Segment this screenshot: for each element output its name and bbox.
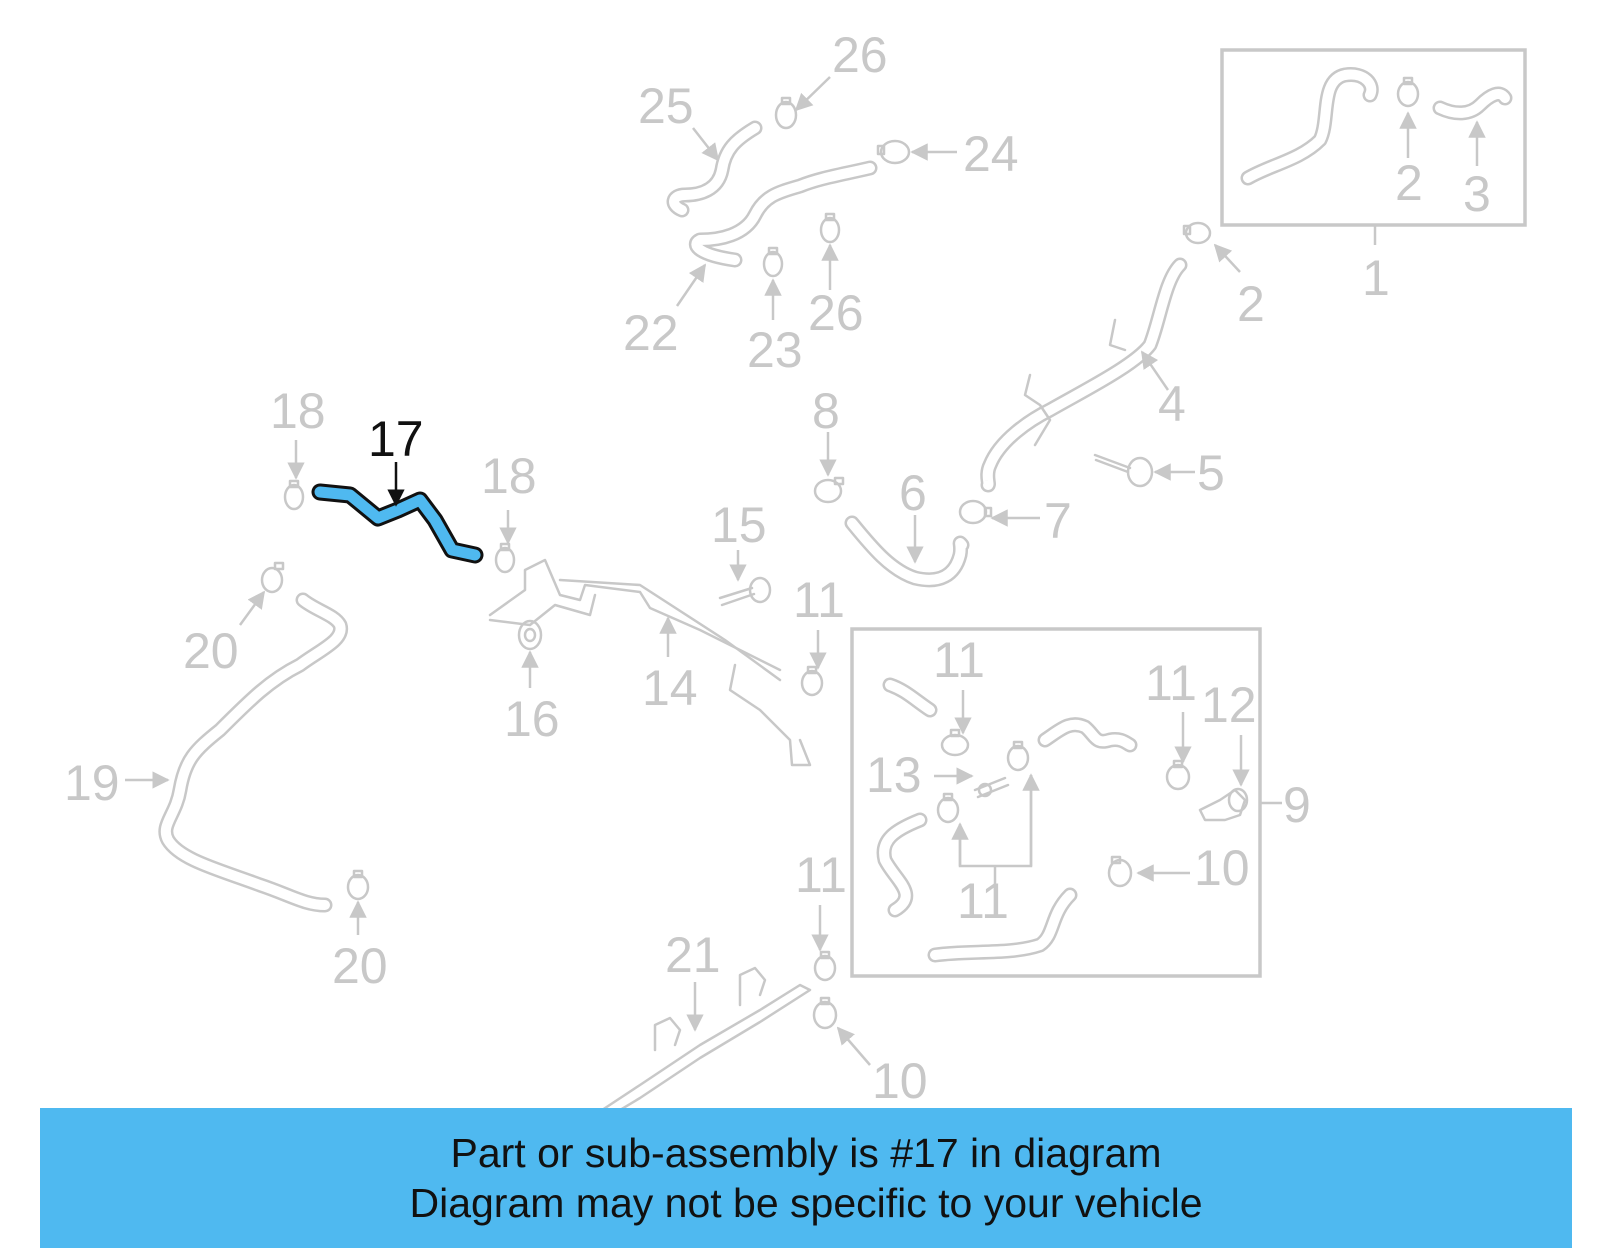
clamp-11-box-b: [1006, 740, 1030, 772]
clamp-26-bottom: [819, 212, 841, 244]
hose-9-d: [927, 887, 1078, 963]
callout-25: 25: [638, 78, 694, 134]
banner-line-part: Part or sub-assembly is #17 in diagram: [450, 1130, 1162, 1176]
callout-1: 1: [1362, 250, 1390, 306]
callout-26-bottom: 26: [808, 285, 864, 341]
callout-13: 13: [866, 747, 922, 803]
callout-9: 9: [1283, 777, 1311, 833]
callout-7: 7: [1044, 493, 1072, 549]
callout-23: 23: [747, 322, 803, 378]
callout-24: 24: [963, 126, 1019, 182]
callout-11-box-right: 11: [1145, 655, 1197, 711]
info-banner: Part or sub-assembly is #17 in diagram D…: [40, 1108, 1572, 1248]
clamp-11-box-a: [940, 728, 970, 757]
callout-11-box-bottom: 11: [957, 873, 1009, 929]
clamp-11-mid: [800, 665, 824, 697]
callout-14: 14: [642, 660, 698, 716]
callout-20-top: 20: [183, 623, 239, 679]
clamp-2-box: [1396, 76, 1420, 108]
bracket-21: [588, 966, 812, 1127]
hose-9-b: [1037, 717, 1138, 753]
clamp-23: [762, 246, 784, 278]
hose-9-a: [882, 677, 938, 718]
clamp-10-bottom: [812, 996, 838, 1030]
callout-2-box: 2: [1395, 155, 1423, 211]
hose-1: [1240, 67, 1379, 186]
callout-11-mid: 11: [793, 572, 845, 628]
hose-3: [1432, 86, 1513, 121]
callout-5: 5: [1197, 445, 1225, 501]
connector-13: [973, 776, 1010, 799]
callout-18-left: 18: [270, 383, 326, 439]
clamp-2-right: [1182, 221, 1212, 245]
callout-16: 16: [504, 691, 560, 747]
callout-11-box-top: 11: [933, 632, 985, 688]
callout-11-bottom: 11: [795, 847, 847, 903]
clamp-18-right: [494, 542, 516, 574]
hose-6: [844, 515, 970, 588]
callout-10-box: 10: [1194, 840, 1250, 896]
clamp-20-bottom: [346, 869, 370, 901]
callout-17-highlighted: 17: [368, 411, 424, 467]
callout-21: 21: [665, 927, 721, 983]
callout-8: 8: [812, 383, 840, 439]
callout-6: 6: [899, 465, 927, 521]
clamp-10-box: [1107, 855, 1133, 888]
hose-22: [688, 160, 878, 268]
banner-line-disclaimer: Diagram may not be specific to your vehi…: [409, 1180, 1203, 1226]
bolt-15: [718, 576, 772, 607]
nut-16: [517, 619, 543, 651]
callout-3: 3: [1463, 166, 1491, 222]
assembly-1-box: [1220, 48, 1527, 227]
fitting-12: [1198, 787, 1249, 822]
clamp-26-top: [774, 96, 798, 130]
clamp-18-left: [283, 479, 305, 511]
bracket-14: [488, 558, 812, 767]
clamp-7: [958, 499, 993, 525]
hose-17-highlighted: [311, 483, 484, 564]
hose-19: [158, 592, 349, 913]
callout-12: 12: [1201, 677, 1257, 733]
callout-10-bottom: 10: [872, 1053, 928, 1109]
callout-20-bottom: 20: [332, 938, 388, 994]
clamp-11-bottom: [813, 950, 837, 982]
callout-2-right: 2: [1237, 276, 1265, 332]
callout-15: 15: [711, 497, 767, 553]
clamp-20-top: [260, 561, 285, 594]
callout-4: 4: [1158, 376, 1186, 432]
callout-19: 19: [64, 755, 120, 811]
callout-26-top: 26: [832, 27, 888, 83]
clamp-24: [876, 139, 911, 165]
clamp-11-box-d: [1165, 759, 1191, 791]
hose-9-c: [876, 812, 928, 918]
pipe-4: [980, 257, 1188, 493]
callout-18-right: 18: [481, 448, 537, 504]
clamp-8: [813, 476, 845, 504]
bolt-5: [1093, 453, 1154, 488]
clamp-11-box-c: [936, 792, 960, 824]
hose-25: [666, 120, 763, 218]
callout-22: 22: [623, 305, 679, 361]
